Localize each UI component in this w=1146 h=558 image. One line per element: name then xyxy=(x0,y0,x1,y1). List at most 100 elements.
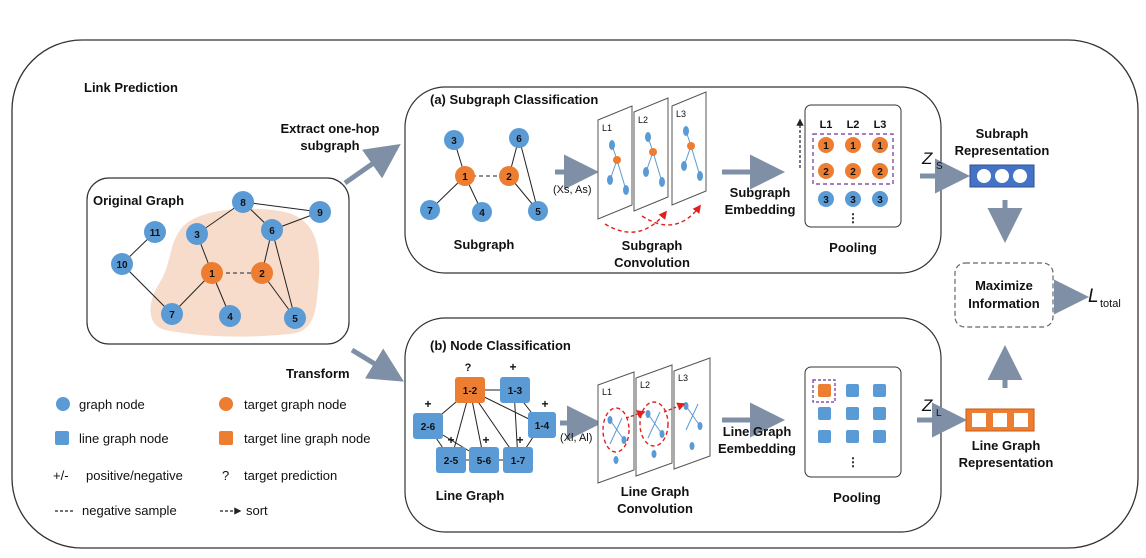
subgraph-label: Subgraph xyxy=(454,237,515,252)
node-label: 7 xyxy=(427,206,433,217)
extract-arrow xyxy=(343,143,401,186)
subgraph-node xyxy=(420,200,440,220)
subgraph-conv-layers: L1 L2 L3 xyxy=(597,91,707,233)
extract-label-line1: Extract one-hop xyxy=(281,121,380,136)
conv-layer-l3: L3 xyxy=(673,357,711,470)
node-label: 2 xyxy=(259,269,265,280)
node-label: 5-6 xyxy=(477,456,492,467)
pool-label: 2 xyxy=(877,167,883,178)
line-graph-node xyxy=(528,412,556,438)
pool-node xyxy=(872,163,888,179)
conv-flow-arrow xyxy=(641,204,702,226)
pool-node xyxy=(845,137,861,153)
pool-node xyxy=(818,191,834,207)
target-graph-node xyxy=(251,262,273,284)
line-graph-representation-vector xyxy=(965,408,1035,432)
pool-ellipsis: ⋮ xyxy=(847,211,859,225)
target-graph-node xyxy=(201,262,223,284)
legend-label: graph node xyxy=(79,397,145,412)
layer-label: L2 xyxy=(640,380,650,390)
layer-label: L3 xyxy=(678,373,688,383)
conv-layer-l2: L2 xyxy=(633,97,669,212)
line-graph-node xyxy=(500,377,530,403)
link-prediction-label: Link Prediction xyxy=(84,80,178,95)
layer-label: L1 xyxy=(820,119,833,131)
positive-mark: + xyxy=(482,433,489,447)
pooling-a-label: Pooling xyxy=(829,240,877,255)
xl-al-label: (Xl, Al) xyxy=(560,432,592,444)
pool-square xyxy=(873,407,886,420)
target-highlight xyxy=(812,379,836,403)
positive-mark: + xyxy=(541,397,548,411)
transform-label: Transform xyxy=(286,366,350,381)
pool-square xyxy=(818,407,831,420)
conv-layer-l1: L1 xyxy=(597,371,635,484)
legend-label: negative sample xyxy=(82,503,177,518)
legend-line-node-swatch xyxy=(55,431,69,445)
positive-mark: + xyxy=(509,360,516,374)
original-graph-title: Original Graph xyxy=(93,193,184,208)
legend-label: target graph node xyxy=(244,397,347,412)
line-conv-label-2: Convolution xyxy=(617,501,693,516)
pool-square xyxy=(818,430,831,443)
legend-label: positive/negative xyxy=(86,468,183,483)
pool-square xyxy=(846,430,859,443)
subgraph-representation-vector xyxy=(969,164,1035,188)
pool-square xyxy=(846,384,859,397)
subgraph-classification-panel: (a) Subgraph Classification 3 6 1 2 7 4 … xyxy=(404,86,942,274)
pool-node xyxy=(872,137,888,153)
positive-mark: + xyxy=(424,397,431,411)
subgraph-repr-label-2: Representation xyxy=(955,143,1050,158)
node-label: 1-2 xyxy=(463,386,478,397)
pool-node xyxy=(818,163,834,179)
conv-flow-arrow xyxy=(625,410,646,419)
legend-label: target line graph node xyxy=(244,431,370,446)
node-label: 1 xyxy=(209,269,215,280)
line-emb-label-2: Eembedding xyxy=(718,441,796,456)
layer-label: L1 xyxy=(602,123,612,133)
pooling-b-label: Pooling xyxy=(833,490,881,505)
node-label: 1-3 xyxy=(508,386,523,397)
line-graph-target-node xyxy=(455,377,485,403)
maximize-label-2: Information xyxy=(968,296,1040,311)
pool-node xyxy=(845,191,861,207)
panel-a-title: (a) Subgraph Classification xyxy=(430,92,598,107)
transform-arrow xyxy=(350,347,404,382)
outer-frame xyxy=(11,39,1139,549)
pool-ellipsis: ⋮ xyxy=(847,455,859,469)
positive-mark: + xyxy=(447,433,454,447)
zl-subscript: L xyxy=(936,408,942,419)
original-graph-panel: Original Graph xyxy=(86,177,350,345)
node-label: 1-4 xyxy=(535,421,550,432)
subgraph-node xyxy=(472,202,492,222)
node-label: 1-7 xyxy=(511,456,526,467)
pool-square xyxy=(873,384,886,397)
line-graph-node xyxy=(469,447,499,473)
graph-node xyxy=(161,303,183,325)
pool-square xyxy=(873,430,886,443)
node-label: 4 xyxy=(479,208,485,219)
line-emb-label-1: Line Graph xyxy=(723,424,792,439)
subgraph-node xyxy=(528,201,548,221)
zs-subscript: S xyxy=(936,161,943,172)
line-graph-node xyxy=(436,447,466,473)
line-graph-label: Line Graph xyxy=(436,488,505,503)
line-graph-node xyxy=(413,413,443,439)
pool-label: 2 xyxy=(850,167,856,178)
pool-square xyxy=(846,407,859,420)
loss-subscript: total xyxy=(1100,298,1121,310)
node-label: 1 xyxy=(462,172,468,183)
graph-node xyxy=(111,253,133,275)
conv-layer-l1: L1 xyxy=(597,105,633,220)
subgraph-emb-label-2: Embedding xyxy=(725,202,796,217)
target-rows-highlight xyxy=(812,133,894,185)
subgraph-node xyxy=(444,130,464,150)
node-label: 10 xyxy=(116,260,128,271)
graph-node xyxy=(186,223,208,245)
legend-label: sort xyxy=(246,503,268,518)
conv-layer-l3: L3 xyxy=(671,91,707,206)
node-label: 9 xyxy=(317,208,323,219)
node-label: 7 xyxy=(169,310,175,321)
